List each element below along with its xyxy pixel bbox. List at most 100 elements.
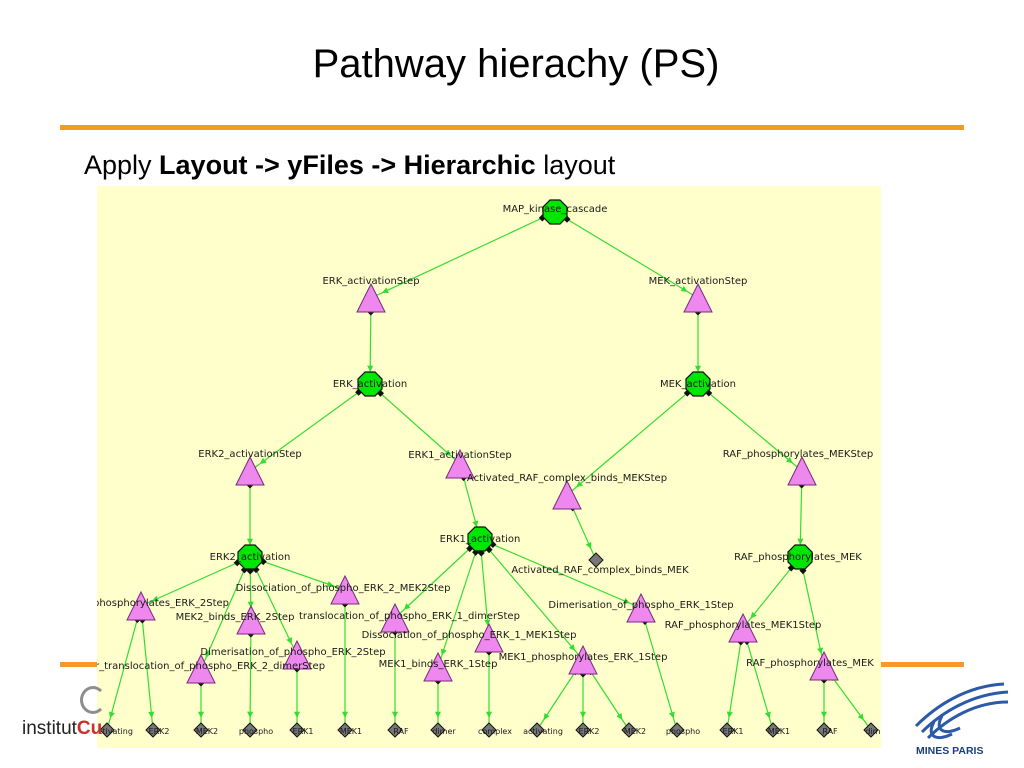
edge-arrowhead: [472, 520, 479, 528]
node-Dissociation_of_phospho_ERK_2_MEK2Step[interactable]: [330, 574, 360, 605]
node-label-ERK_activationStep: ERK_activationStep: [322, 276, 419, 287]
edge-arrowhead: [148, 711, 155, 719]
mines-paris-logo: MINES PARIS: [914, 682, 1009, 757]
leaf-node-3[interactable]: [242, 722, 258, 738]
edge-arrowhead: [764, 711, 771, 719]
node-ERK_activation[interactable]: [357, 371, 383, 397]
leaf-node-13[interactable]: [719, 722, 735, 738]
node-Dimerisation_of_phospho_ERK_1Step[interactable]: [626, 592, 656, 623]
mines-paris-text: MINES PARIS: [916, 745, 983, 757]
slide-subtitle: Apply Layout -> yFiles -> Hierarchic lay…: [84, 150, 615, 181]
node-Dissociation_of_phospho_ERK_1_MEK1Step[interactable]: [474, 622, 504, 653]
node-RAF_phosphorylates_MEKStep[interactable]: [787, 455, 817, 486]
node-label-Dissociation_of_phospho_ERK_2_MEK2Step: Dissociation_of_phospho_ERK_2_MEK2Step: [236, 583, 451, 594]
leaf-node-11[interactable]: [621, 722, 637, 738]
node-label-MEK1_binds_ERK_1Step: MEK1_binds_ERK_1Step: [379, 659, 498, 670]
node-MEK1_phosphorylates_ERK_1Step[interactable]: [568, 644, 598, 675]
node-label-MEK1_phosphorylates_ERK_1Step: MEK1_phosphorylates_ERK_1Step: [499, 652, 668, 663]
node-MEK1_binds_ERK_1Step[interactable]: [423, 651, 453, 682]
node-ERK_activationStep[interactable]: [356, 282, 386, 313]
leaf-label-14: MEK1: [768, 727, 790, 736]
node-Dimerisation_of_phospho_ERK_2Step[interactable]: [282, 639, 312, 670]
node-label-RAF_phosphorylates_MEK1Step: RAF_phosphorylates_MEK1Step: [665, 620, 822, 631]
edge-arrowhead: [576, 480, 583, 488]
leaf-label-5: MEK1: [340, 727, 362, 736]
leaf-node-2[interactable]: [193, 722, 209, 738]
node-phosphorylates_ERK_2Step[interactable]: [126, 590, 156, 621]
leaf-label-7: dimer: [432, 727, 456, 736]
institut-curie-logo-icon: [80, 686, 106, 714]
node-Activated_RAF_complex_binds_MEK[interactable]: [588, 552, 604, 568]
node-label-MAP_kinase_cascade: MAP_kinase_cascade: [503, 204, 608, 215]
edge-ERK2_activation-to-phosphorylates_ERK_2Step: [140, 556, 251, 607]
edge-ERK1_activation-to-MEK1_binds_ERK_1Step: [437, 538, 481, 668]
node-MEK_activationStep[interactable]: [683, 282, 713, 313]
edge-arrowhead: [381, 287, 389, 294]
edge-arrowhead: [585, 542, 592, 550]
node-Activated_RAF_complex_binds_MEKStep[interactable]: [552, 479, 582, 510]
leaf-node-4[interactable]: [289, 722, 305, 738]
node-ERK2_activation[interactable]: [237, 544, 263, 570]
edge-arrowhead: [616, 713, 623, 720]
leaf-node-10[interactable]: [575, 722, 591, 738]
node-label-ERK1_activation: ERK1_activation: [440, 534, 521, 545]
node-translocation_of_phospho_ERK_2_dimerStep[interactable]: [186, 653, 216, 684]
node-RAF_phosphorylates_MEK2[interactable]: [809, 650, 839, 681]
edge-arrowhead: [543, 713, 550, 720]
leaf-node-6[interactable]: [387, 722, 403, 738]
top-orange-rule: [60, 125, 964, 130]
edge-ERK1_activation-to-Dimerisation_of_phospho_ERK_1Step: [479, 538, 642, 609]
node-ERK1_activation[interactable]: [467, 526, 493, 552]
edge-arrowhead: [726, 711, 733, 719]
leaf-node-7[interactable]: [430, 722, 446, 738]
leaf-node-0[interactable]: [99, 722, 115, 738]
node-MEK_activation[interactable]: [685, 371, 711, 397]
edge-arrowhead: [680, 285, 688, 292]
node-ERK1_activationStep[interactable]: [445, 448, 475, 479]
node-RAF_phosphorylates_MEK1Step[interactable]: [728, 612, 758, 643]
edge-arrowhead: [622, 597, 630, 604]
leaf-label-3: phospho: [239, 727, 273, 736]
edge-arrowhead: [326, 581, 334, 587]
node-MEK2_binds_ERK_2Step[interactable]: [236, 604, 266, 635]
leaf-label-4: ERK1: [293, 727, 314, 736]
leaf-node-1[interactable]: [145, 722, 161, 738]
node-label-Dimerisation_of_phospho_ERK_2Step: Dimerisation_of_phospho_ERK_2Step: [200, 647, 385, 658]
edge-arrowhead: [246, 538, 254, 545]
edge-leaf-12: [640, 607, 678, 731]
subtitle-suffix: layout: [535, 150, 616, 180]
bottom-orange-rule-right: [880, 662, 964, 667]
node-label-MEK_activation: MEK_activation: [660, 379, 736, 390]
edge-arrowhead: [286, 637, 292, 645]
node-MAP_kinase_cascade[interactable]: [542, 199, 568, 225]
leaf-node-9[interactable]: [529, 722, 545, 738]
leaf-label-13: ERK1: [723, 727, 744, 736]
leaf-label-2: MEK2: [196, 727, 218, 736]
edge-arrowhead: [293, 711, 301, 718]
node-label-Dissociation_of_phospho_ERK_1_MEK1Step: Dissociation_of_phospho_ERK_1_MEK1Step: [362, 630, 577, 641]
node-label-phosphorylates_ERK_2Step: phosphorylates_ERK_2Step: [97, 598, 229, 609]
edge-arrowhead: [440, 648, 447, 656]
node-RAF_phosphorylates_MEK[interactable]: [787, 544, 813, 570]
node-ERK2_activationStep[interactable]: [235, 455, 265, 486]
edge-MAP_kinase_cascade-to-ERK_activationStep: [370, 211, 556, 299]
node-label-Activated_RAF_complex_binds_MEKStep: Activated_RAF_complex_binds_MEKStep: [467, 473, 667, 484]
leaf-node-12[interactable]: [669, 722, 685, 738]
leaf-node-8[interactable]: [481, 722, 497, 738]
edge-arrowhead: [694, 365, 702, 372]
leaf-node-16[interactable]: [863, 722, 879, 738]
node-translocation_of_phospho_ERK_1_dimerStep[interactable]: [380, 602, 410, 633]
leaf-node-15[interactable]: [816, 722, 832, 738]
leaf-node-5[interactable]: [337, 722, 353, 738]
node-label-MEK2_binds_ERK_2Step: MEK2_binds_ERK_2Step: [176, 612, 295, 623]
node-label-translocation_of_phospho_ERK_2_dimerStep: r_translocation_of_phospho_ERK_2_dimerSt…: [97, 661, 325, 672]
leaf-node-14[interactable]: [765, 722, 781, 738]
leaf-label-8: complex: [478, 727, 512, 736]
bottom-orange-rule-left: [60, 662, 100, 667]
edge-arrowhead: [197, 711, 205, 718]
leaf-label-6: RAF: [393, 727, 409, 736]
edge-ERK_activation-to-ERK1_activationStep: [369, 383, 461, 465]
edge-arrowhead: [403, 603, 411, 610]
